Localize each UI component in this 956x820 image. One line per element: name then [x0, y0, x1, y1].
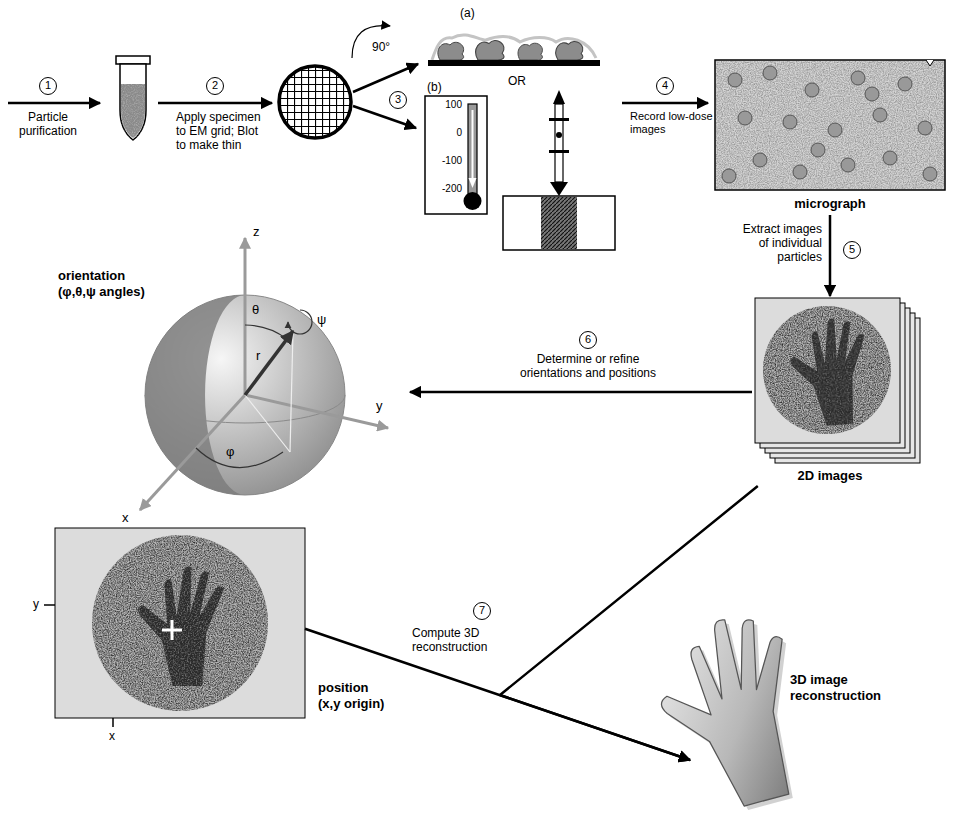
reconstruction-model: 3D image reconstruction: [690, 600, 918, 815]
step-label: Extract images of individual particles: [736, 222, 822, 264]
step-label: Determine or refine orientations and pos…: [513, 352, 663, 380]
axis-label: φ: [226, 444, 234, 460]
callout-number: 4: [656, 77, 674, 95]
node-label: position (x,y origin): [318, 680, 390, 712]
node-label: orientation (φ,θ,ψ angles): [58, 268, 160, 300]
callout-number: 2: [206, 77, 224, 95]
node-label: 2D images: [780, 468, 880, 484]
panel-label: (b): [427, 80, 442, 94]
axis-label: r: [256, 348, 260, 364]
axis-label: x: [122, 510, 129, 526]
step-label: Apply specimen to EM grid; Blot to make …: [176, 110, 268, 152]
node-label: micrograph: [715, 196, 945, 212]
step-label: Record low-dose images: [630, 110, 714, 136]
panel-label: OR: [508, 74, 526, 88]
step-label: Compute 3D reconstruction: [412, 626, 502, 654]
axis-label: ψ: [317, 312, 326, 328]
axis-label: y: [33, 597, 39, 611]
temperature-tick: -200: [430, 183, 462, 195]
image-stack: 2D images: [752, 296, 944, 486]
flow-arrow: [305, 629, 690, 760]
flow-arrow: [500, 486, 758, 760]
axis-label: x: [109, 729, 115, 743]
angle-label: 90°: [372, 40, 390, 54]
callout-number: 6: [579, 331, 597, 349]
temperature-tick: 0: [430, 127, 462, 139]
callout-number: 3: [389, 91, 407, 109]
panel-label: (a): [460, 6, 475, 20]
flow-arrow: [410, 391, 752, 394]
temperature-tick: -100: [430, 155, 462, 167]
axis-label: z: [253, 224, 260, 240]
orientation-sphere: orientation (φ,θ,ψ angles): [120, 228, 410, 518]
step-label: Particle purification: [8, 110, 88, 138]
micrograph-panel: micrograph: [715, 60, 945, 215]
temperature-tick: 100: [430, 99, 462, 111]
callout-number: 1: [39, 77, 57, 95]
callout-number: 7: [473, 602, 491, 620]
axis-label: y: [376, 398, 383, 414]
node-label: 3D image reconstruction: [790, 672, 890, 704]
axis-label: θ: [252, 302, 259, 318]
position-image: position (x,y origin): [55, 528, 305, 718]
callout-number: 5: [843, 241, 861, 259]
flow-arrow: [829, 215, 832, 296]
